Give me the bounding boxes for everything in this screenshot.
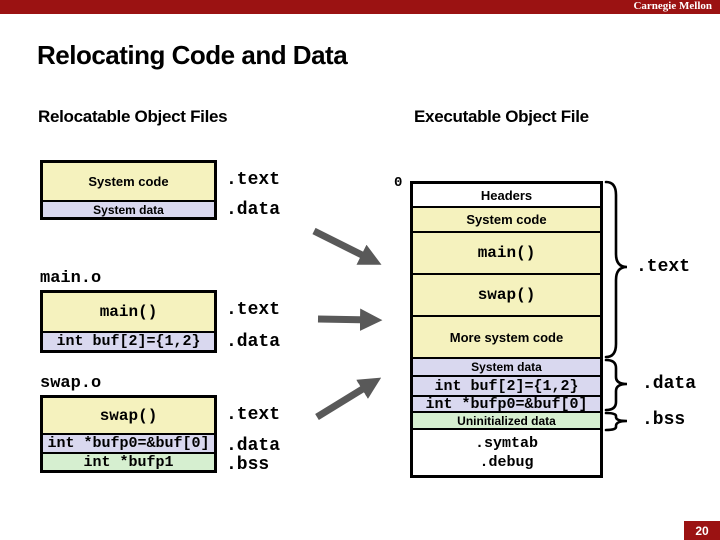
- exe-main-row: main(): [413, 231, 600, 273]
- page-title: Relocating Code and Data: [37, 40, 348, 70]
- exe-text-section-label: .text: [636, 257, 691, 277]
- system-data-section-label: .data: [226, 200, 281, 220]
- main-text-row: main(): [43, 293, 214, 331]
- swap-data-section-label: .data: [226, 436, 281, 456]
- main-module-name: main.o: [40, 269, 102, 288]
- right-heading: Executable Object File: [414, 107, 589, 126]
- data-brace-icon: [604, 358, 628, 412]
- page-number-badge: 20: [684, 521, 720, 540]
- exe-headers-row: Headers: [413, 184, 600, 206]
- exe-bss-section-label: .bss: [642, 410, 686, 430]
- exe-more-code-row: More system code: [413, 315, 600, 357]
- executable-object-box: Headers System code main() swap() More s…: [410, 181, 603, 478]
- brand-bar: Carnegie Mellon: [0, 0, 720, 14]
- link-arrows: [312, 227, 383, 420]
- exe-uninit-row: Uninitialized data: [413, 411, 600, 428]
- exe-buf-row: int buf[2]={1,2}: [413, 375, 600, 395]
- swap-object-box: swap() int *bufp0=&buf[0] int *bufp1: [40, 395, 217, 473]
- arrow-system-icon: [312, 227, 382, 265]
- main-object-box: main() int buf[2]={1,2}: [40, 290, 217, 353]
- system-data-row: System data: [43, 200, 214, 217]
- exe-swap-row: swap(): [413, 273, 600, 315]
- system-text-section-label: .text: [226, 170, 281, 190]
- main-data-row: int buf[2]={1,2}: [43, 331, 214, 350]
- swap-bss-section-label: .bss: [226, 455, 270, 475]
- swap-text-row: swap(): [43, 398, 214, 433]
- symtab-label: .symtab: [474, 434, 538, 452]
- exe-symtab-debug-row: .symtab .debug: [413, 428, 600, 475]
- main-data-section-label: .data: [226, 332, 281, 352]
- exe-data-section-label: .data: [642, 374, 697, 394]
- swap-module-name: swap.o: [40, 374, 102, 393]
- main-text-section-label: .text: [226, 300, 281, 320]
- swap-bss-row: int *bufp1: [43, 452, 214, 470]
- bss-brace-icon: [604, 411, 628, 432]
- section-braces: [604, 180, 628, 432]
- left-heading: Relocatable Object Files: [38, 107, 228, 126]
- origin-address-label: 0: [394, 175, 403, 191]
- arrow-main-icon: [317, 308, 383, 331]
- system-object-box: System code System data: [40, 160, 217, 220]
- system-code-row: System code: [43, 163, 214, 200]
- swap-data-row: int *bufp0=&buf[0]: [43, 433, 214, 452]
- exe-bufp0-row: int *bufp0=&buf[0]: [413, 395, 600, 411]
- exe-system-data-row: System data: [413, 357, 600, 375]
- swap-text-section-label: .text: [226, 405, 281, 425]
- arrow-swap-icon: [315, 377, 382, 420]
- text-brace-icon: [604, 180, 628, 359]
- page-number: 20: [695, 523, 709, 538]
- exe-system-code-row: System code: [413, 206, 600, 231]
- brand-text: Carnegie Mellon: [633, 0, 712, 12]
- debug-label: .debug: [479, 453, 534, 471]
